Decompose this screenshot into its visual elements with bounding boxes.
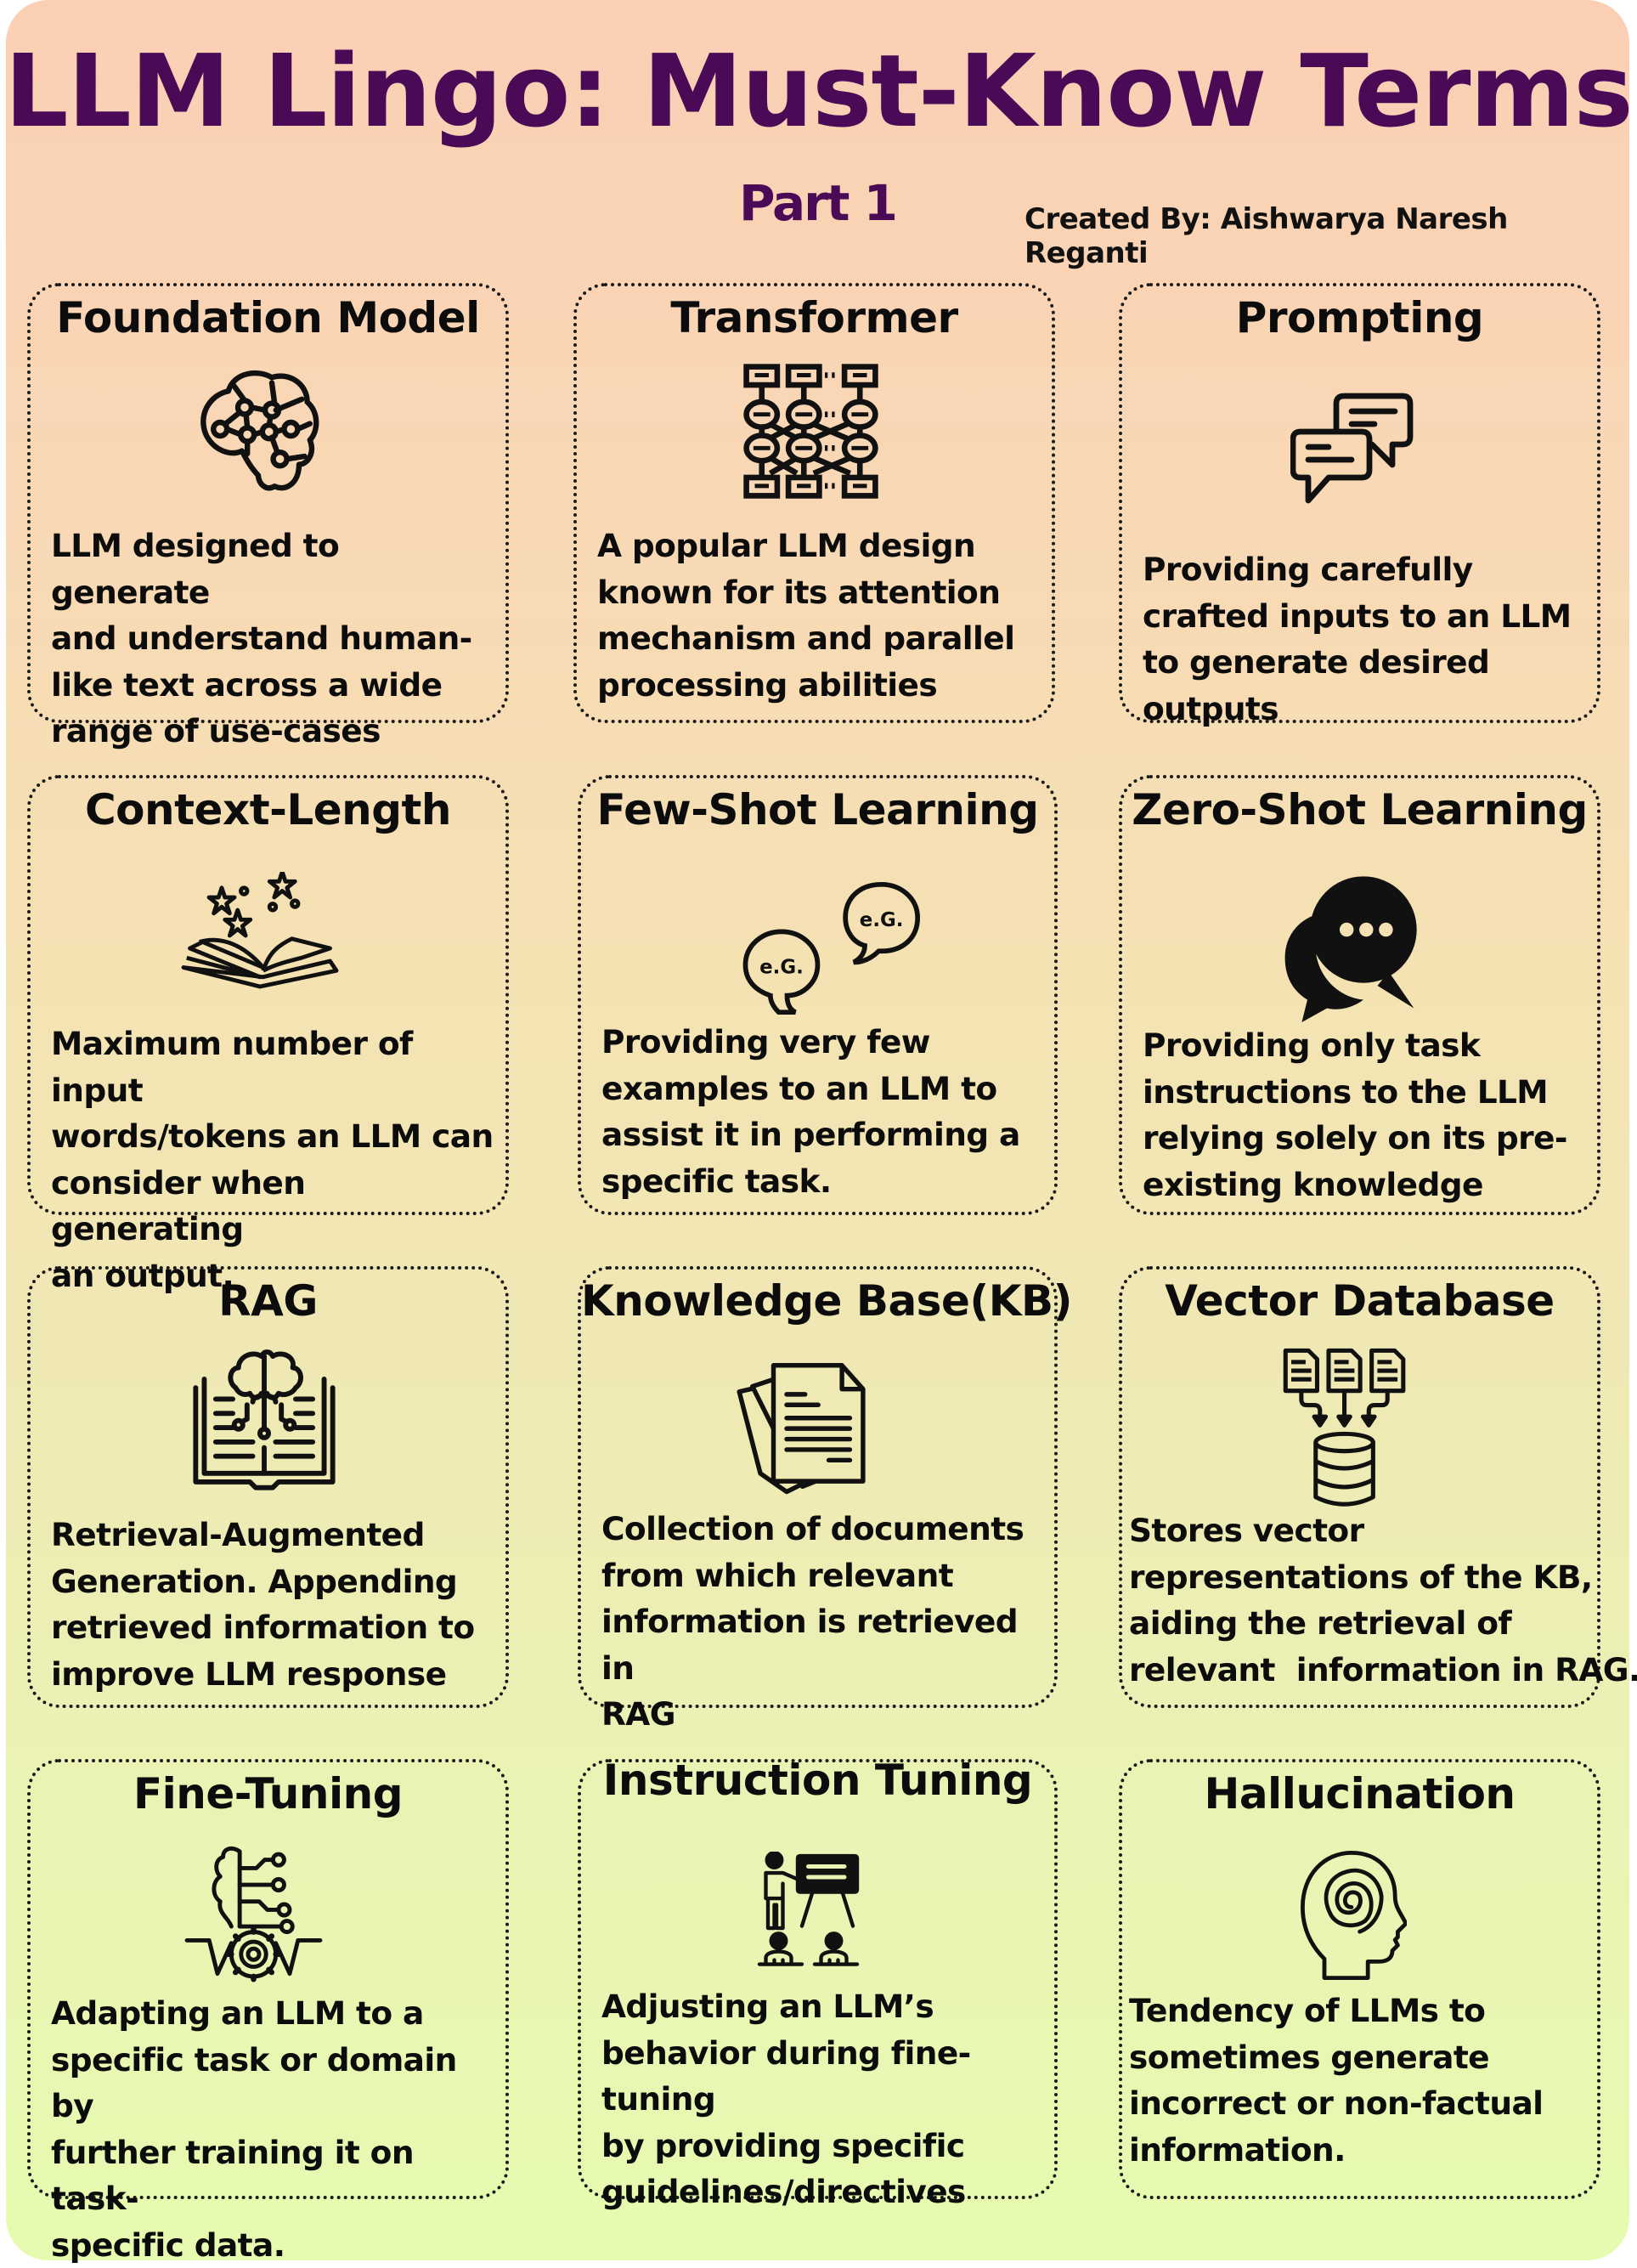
documents-to-database-icon — [1279, 1348, 1424, 1514]
brain-circuit-gear-icon — [183, 1843, 324, 1988]
term-card-context-length: Context-Length Maximum number of input w… — [27, 775, 509, 1294]
term-title: Zero-Shot Learning — [1132, 785, 1588, 834]
term-card-rag: RAG Retrieval-Augmented Generation. Appe… — [27, 1266, 509, 1708]
transformer-network-icon — [741, 361, 881, 501]
term-description: Providing very few examples to an LLM to… — [601, 1023, 1020, 1200]
filled-chat-bubbles-icon — [1279, 874, 1420, 1022]
term-card-instruction-tuning: Instruction Tuning Adjusting an LLM’s be… — [578, 1756, 1058, 2210]
term-description: Providing only task instructions to the … — [1143, 1027, 1567, 1203]
term-description: Retrieval-Augmented Generation. Appendin… — [51, 1516, 475, 1693]
term-description: Stores vector representations of the KB,… — [1129, 1512, 1637, 1688]
teacher-students-icon — [755, 1852, 861, 1966]
term-card-vector-database: Vector Database Stores vector representa… — [1119, 1266, 1637, 1708]
page-subtitle: Part 1 — [739, 174, 898, 232]
term-card-zero-shot-learning: Zero-Shot Learning Providing only task i… — [1119, 775, 1600, 1215]
term-title: Foundation Model — [56, 293, 480, 342]
svg-text:e.G.: e.G. — [860, 909, 904, 931]
term-description: LLM designed to generate and understand … — [51, 527, 472, 749]
brain-network-icon — [190, 361, 326, 497]
term-description: Adjusting an LLM’s behavior during fine-… — [601, 1988, 971, 2210]
term-title: Context-Length — [84, 785, 452, 834]
term-description: Adapting an LLM to a specific task or do… — [51, 1994, 457, 2264]
term-card-few-shot-learning: Few-Shot Learning e.G. e.G. Providing ve… — [578, 775, 1058, 1215]
term-title: Prompting — [1235, 293, 1484, 342]
term-card-fine-tuning: Fine-Tuning Adapting an LLM to a specifi… — [27, 1759, 509, 2264]
term-card-knowledge-base: Knowledge Base(KB) Collection of documen… — [578, 1266, 1072, 1733]
spiral-head-icon — [1296, 1847, 1407, 1983]
term-title: Hallucination — [1204, 1769, 1516, 1818]
svg-text:e.G.: e.G. — [759, 956, 804, 978]
term-description: Maximum number of input words/tokens an … — [51, 1025, 494, 1294]
term-description: Collection of documents from which relev… — [601, 1510, 1025, 1733]
term-description: Providing carefully crafted inputs to an… — [1143, 551, 1572, 727]
term-title: Fine-Tuning — [133, 1769, 404, 1818]
term-card-prompting: Prompting Providing carefully crafted in… — [1119, 283, 1600, 727]
term-title: Transformer — [670, 293, 958, 342]
term-description: Tendency of LLMs to sometimes generate i… — [1129, 1992, 1544, 2169]
term-title: Few-Shot Learning — [596, 785, 1039, 834]
page-title: LLM Lingo: Must-Know Terms — [4, 32, 1633, 150]
term-title: Vector Database — [1165, 1276, 1555, 1326]
chat-bubbles-icon — [1290, 388, 1418, 516]
term-card-foundation-model: Foundation Model LLM designed to generat… — [27, 283, 509, 749]
open-book-stars-icon — [179, 872, 341, 999]
document-stack-icon — [734, 1355, 866, 1495]
term-card-transformer: Transformer A popular LLM design known f… — [573, 283, 1055, 723]
term-title: RAG — [218, 1276, 318, 1326]
term-description: A popular LLM design known for its atten… — [597, 527, 1015, 704]
brain-book-icon — [192, 1348, 336, 1490]
author-credit: Created By: Aishwarya Naresh Reganti — [1025, 202, 1508, 270]
eg-speech-bubbles-icon: e.G. e.G. — [725, 876, 921, 1021]
term-title: Instruction Tuning — [602, 1756, 1033, 1805]
term-card-hallucination: Hallucination Tendency of LLMs to someti… — [1119, 1759, 1600, 2199]
term-title: Knowledge Base(KB) — [581, 1276, 1072, 1326]
